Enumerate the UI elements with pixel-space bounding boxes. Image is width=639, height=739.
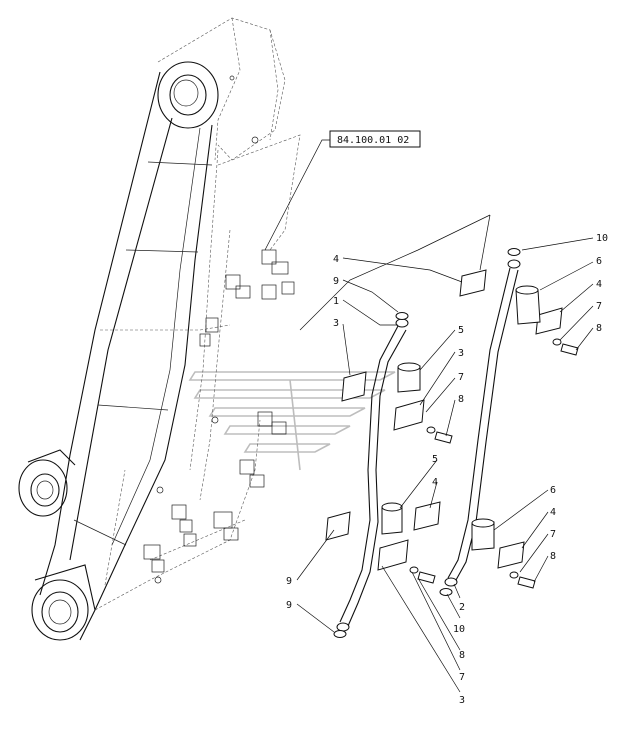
o-ring-10-top [507, 248, 521, 256]
boom-arm [18, 17, 301, 641]
callout-labels: 4 9 1 3 5 3 7 8 10 6 4 7 8 5 4 6 4 7 8 9… [286, 233, 608, 706]
bracket-3-bottom [377, 539, 409, 571]
bolt-8-b [434, 431, 453, 444]
bolt-8-c [417, 571, 436, 584]
callout-6: 6 [596, 256, 602, 267]
watermark-logo [188, 371, 396, 471]
reference-box-frame [329, 130, 421, 148]
callout-5: 5 [458, 325, 464, 336]
bracket-4-lower-right [497, 541, 525, 569]
callout-6: 6 [550, 485, 556, 496]
boom-top-eye [157, 61, 219, 129]
washer-7-d [509, 571, 519, 579]
reference-box-label: 84.100.01 02 [337, 135, 409, 146]
callout-4: 4 [432, 477, 438, 488]
callout-8: 8 [550, 551, 556, 562]
washer-7-c [409, 566, 419, 574]
o-ring-9-top [395, 312, 409, 320]
callout-3: 3 [458, 348, 464, 359]
callout-9: 9 [286, 600, 292, 611]
callout-7: 7 [596, 301, 602, 312]
bracket-4-mid [413, 501, 441, 531]
callout-3: 3 [459, 695, 465, 706]
bolt-8-a [560, 343, 579, 356]
bracket-3-mid [393, 399, 425, 431]
callout-3: 3 [333, 318, 339, 329]
o-ring-10-bottom [439, 588, 453, 596]
callout-5: 5 [432, 454, 438, 465]
o-ring-9-bottom [333, 630, 347, 638]
bracket-4-right [535, 307, 563, 335]
mounting-pads [143, 249, 295, 584]
pipe-fitting-bottom-right [444, 577, 458, 587]
leader-lines [296, 214, 594, 693]
boom-bottom-eye [31, 579, 89, 641]
callout-8: 8 [458, 394, 464, 405]
bushing-6-top [515, 289, 541, 325]
pipe-fitting-bottom [336, 622, 350, 632]
reference-box: 84.100.01 02 [264, 130, 421, 251]
callout-9: 9 [286, 576, 292, 587]
clamp-parts [325, 269, 579, 589]
bracket-3-left [341, 371, 367, 402]
callout-4: 4 [596, 279, 602, 290]
washer-7-a [552, 338, 562, 346]
pipe-fitting-top [395, 318, 409, 328]
callout-9: 9 [333, 276, 339, 287]
callout-10: 10 [453, 624, 465, 635]
callout-7: 7 [550, 529, 556, 540]
callout-8: 8 [596, 323, 602, 334]
callout-10: 10 [596, 233, 608, 244]
callout-2: 2 [459, 602, 465, 613]
callout-7: 7 [459, 672, 465, 683]
bracket-4-top [459, 269, 487, 297]
callout-4: 4 [550, 507, 556, 518]
callout-4: 4 [333, 254, 339, 265]
callout-7: 7 [458, 372, 464, 383]
boom-side-eye [18, 459, 68, 517]
bolt-8-d [517, 576, 536, 589]
callout-1: 1 [333, 296, 339, 307]
callout-8: 8 [459, 650, 465, 661]
hydraulic-pipe-left [333, 312, 409, 638]
pipe-fitting-top-right [507, 259, 521, 269]
hydraulic-pipe-right [439, 248, 521, 596]
washer-7-b [426, 426, 436, 434]
